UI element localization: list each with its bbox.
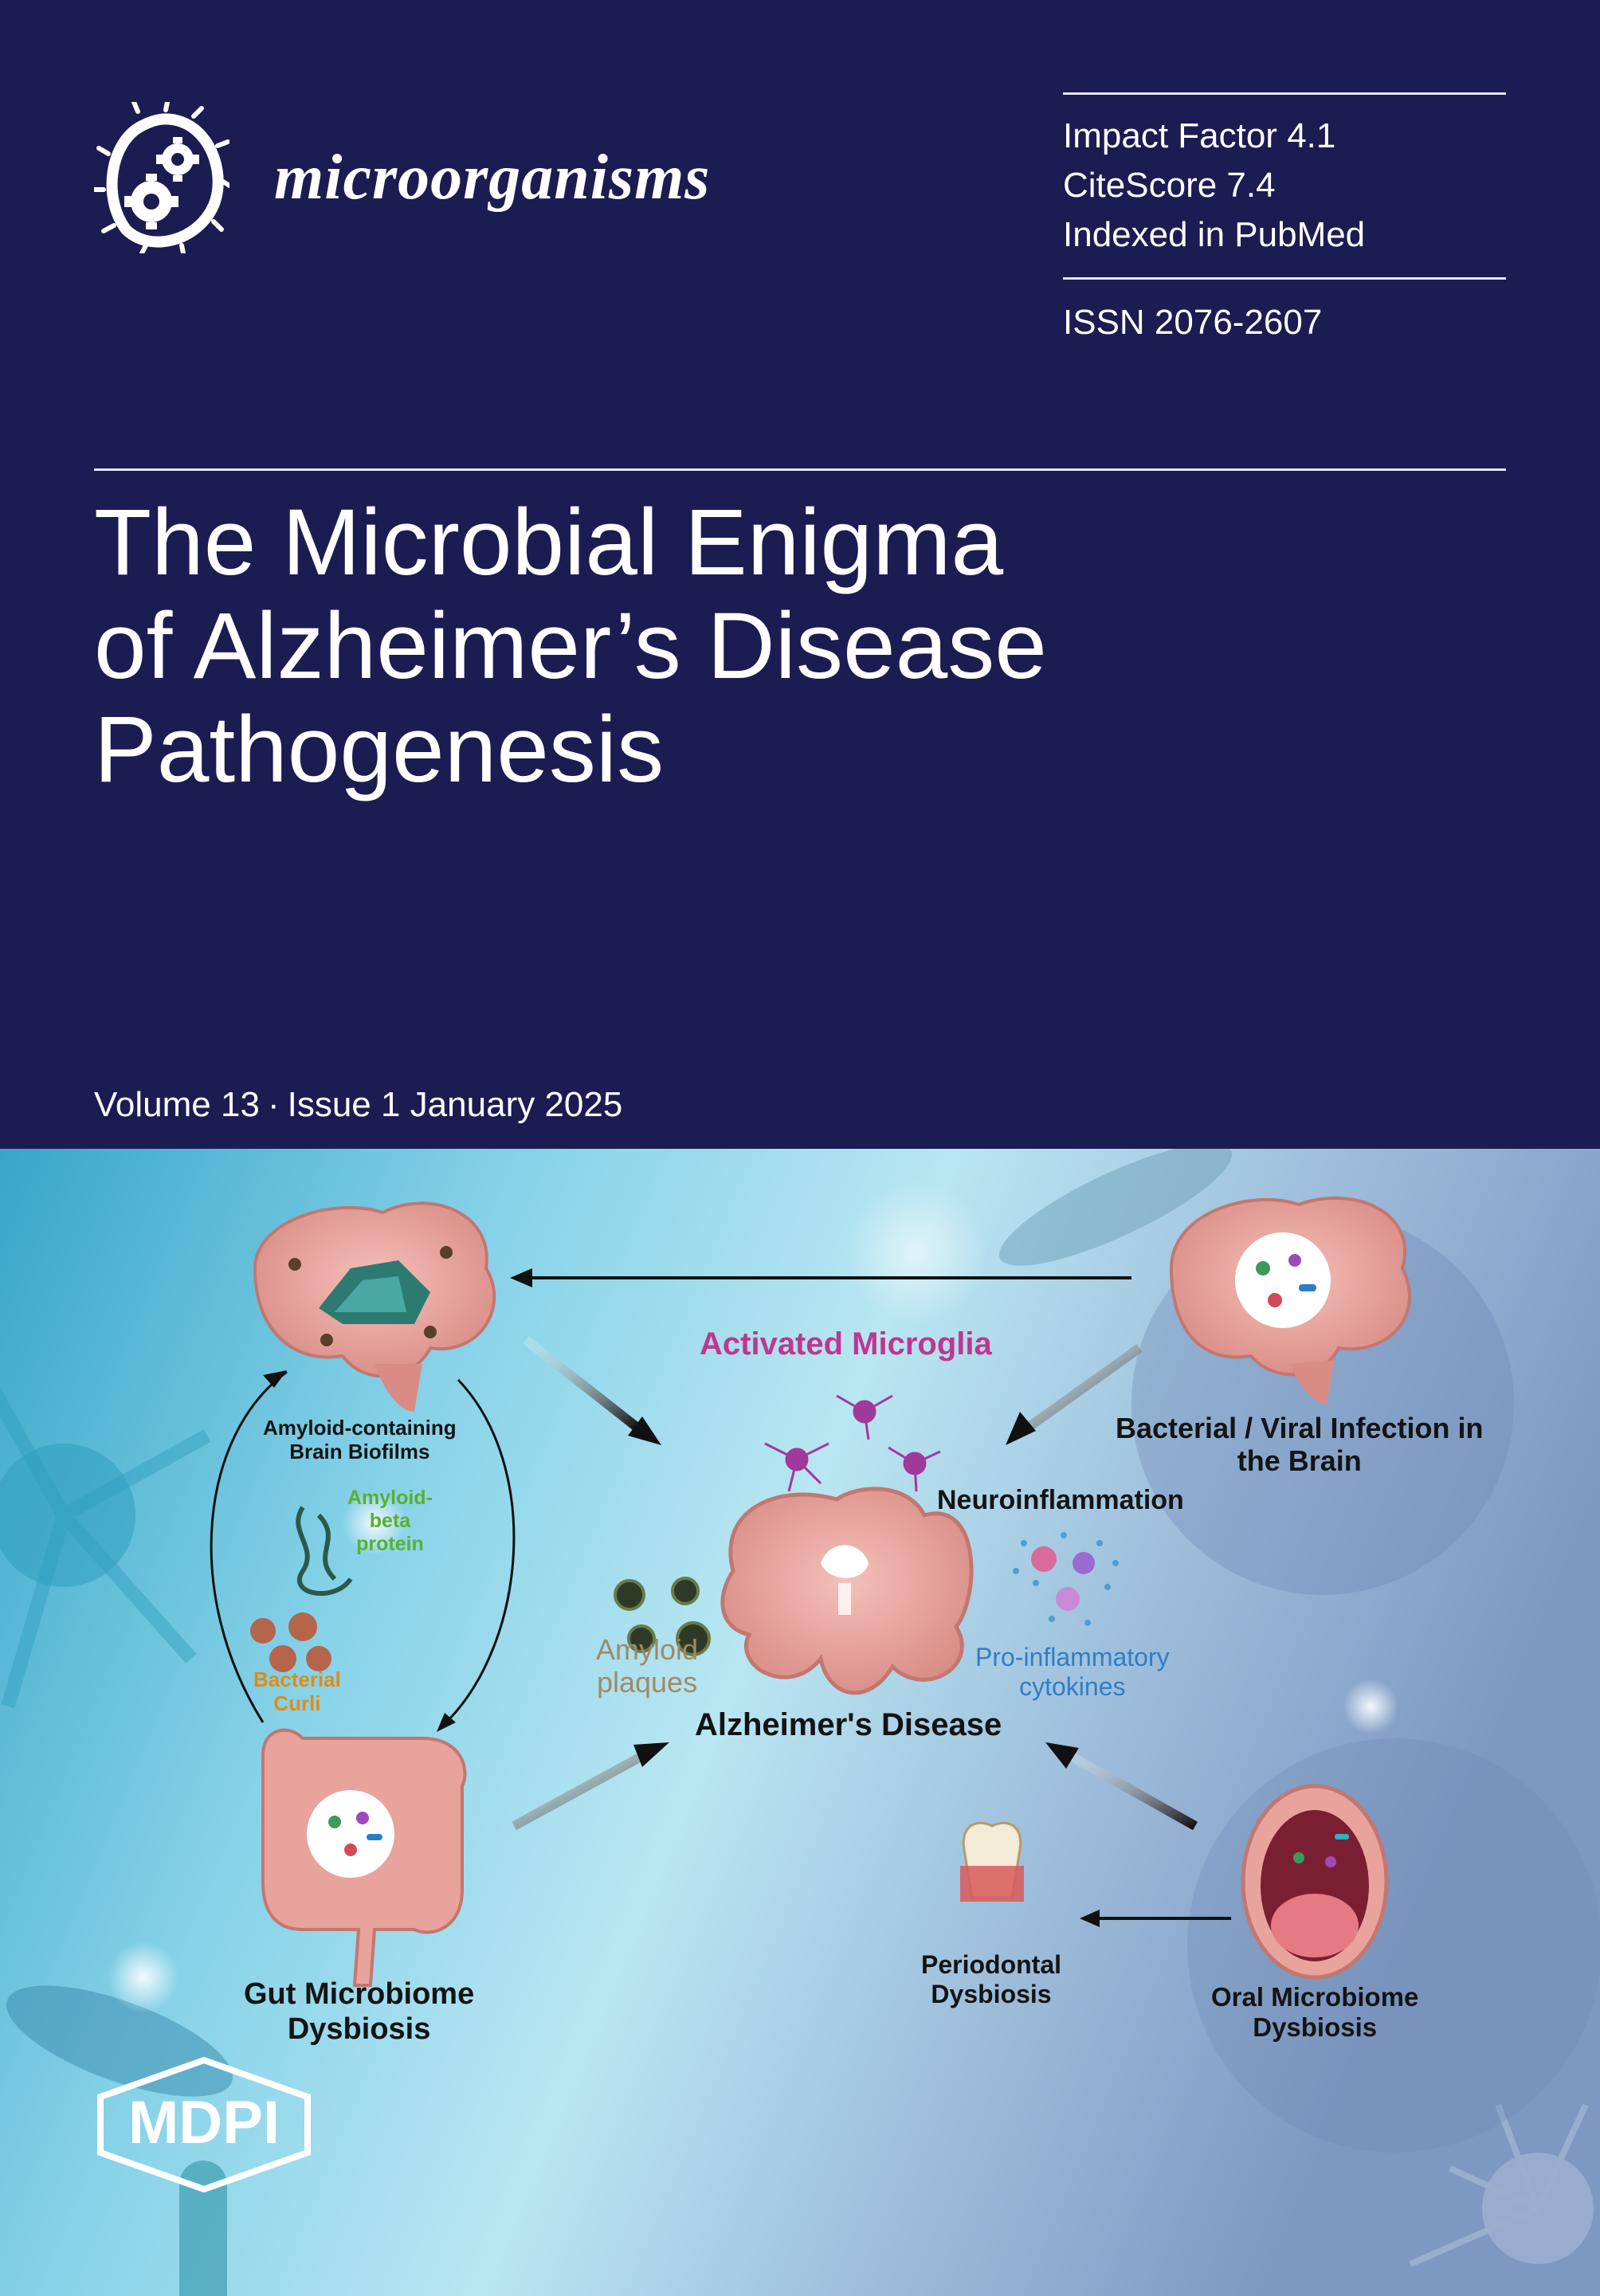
amyloid-biofilms-label: Amyloid-containing Brain Biofilms <box>263 1416 457 1464</box>
amyloid-plaques-label: Amyloid plaques <box>596 1633 698 1699</box>
infection-line-1: Bacterial / Viral Infection in <box>1116 1412 1484 1444</box>
impact-factor: Impact Factor 4.1 <box>1063 116 1336 155</box>
amyloid-beta-label: Amyloid- beta protein <box>347 1487 433 1555</box>
amyloid-plaques-line-2: plaques <box>596 1666 698 1699</box>
amyloid-plaques-line-1: Amyloid <box>596 1633 699 1666</box>
gut-illustration <box>261 1728 467 1987</box>
cytokines-illustration <box>1013 1532 1119 1626</box>
bacterial-curli-line-2: Curli <box>273 1691 321 1715</box>
bacterial-curli-illustration <box>250 1612 331 1672</box>
periodontal-tooth-illustration <box>960 1821 1024 1902</box>
activated-microglia-label: Activated Microglia <box>700 1326 992 1362</box>
title-line-1: The Microbial Enigma <box>94 490 1004 595</box>
issn: ISSN 2076-2607 <box>1063 303 1323 342</box>
mdpi-hexagon-icon <box>97 2057 311 2192</box>
amyloid-beta-line-2: beta <box>369 1509 411 1532</box>
amyloid-plaques-illustration <box>614 1577 711 1656</box>
oral-line-2: Dysbiosis <box>1253 2012 1378 2042</box>
brain-biofilm-illustration <box>253 1201 496 1412</box>
title-line-3: Pathogenesis <box>94 697 665 802</box>
volume-issue: Volume 13·Issue 1 January 2025 <box>94 1085 622 1125</box>
gut-dysbiosis-label: Gut Microbiome Dysbiosis <box>244 1977 474 2047</box>
illustration-background <box>0 1149 1600 2296</box>
citescore: CiteScore 7.4 <box>1063 166 1276 205</box>
brain-infection-illustration <box>1169 1197 1411 1404</box>
proinflammatory-line-1: Pro-inflammatory <box>975 1643 1170 1671</box>
article-title: The Microbial Enigma of Alzheimer’s Dise… <box>94 491 1047 801</box>
mdpi-text: MDPI <box>128 2089 280 2157</box>
journal-name: microorganisms <box>274 143 711 213</box>
cover-illustration: Activated Microglia Neuroinflammation Am… <box>0 1149 1600 2296</box>
oral-line-1: Oral Microbiome <box>1211 1982 1419 2012</box>
periodontal-line-1: Periodontal <box>921 1950 1062 1979</box>
oral-dysbiosis-label: Oral Microbiome Dysbiosis <box>1211 1982 1418 2043</box>
amyloid-biofilms-line-1: Amyloid-containing <box>263 1416 457 1440</box>
separator: · <box>267 1085 280 1124</box>
top-right-divider <box>1063 92 1506 95</box>
microglia-illustration <box>764 1394 941 1492</box>
bacterial-curli-label: Bacterial Curli <box>253 1667 341 1716</box>
infection-line-2: the Brain <box>1237 1444 1362 1478</box>
indexed-in: Indexed in PubMed <box>1063 215 1366 254</box>
proinflammatory-cytokines-label: Pro-inflammatory cytokines <box>975 1643 1170 1702</box>
periodontal-line-2: Dysbiosis <box>931 1979 1052 2008</box>
gut-line-2: Dysbiosis <box>287 2012 431 2046</box>
volume: Volume 13 <box>94 1085 260 1124</box>
microorganism-logo-icon <box>94 102 229 253</box>
neuroinflammation-label: Neuroinflammation <box>937 1485 1184 1515</box>
issue-date: Issue 1 January 2025 <box>287 1085 623 1124</box>
amyloid-beta-line-1: Amyloid- <box>347 1487 433 1509</box>
amyloid-biofilms-line-2: Brain Biofilms <box>289 1439 430 1463</box>
proinflammatory-line-2: cytokines <box>1019 1671 1126 1701</box>
title-line-2: of Alzheimer’s Disease <box>94 594 1047 699</box>
metrics-divider <box>1063 277 1506 280</box>
amyloid-beta-illustration <box>296 1506 353 1597</box>
oral-mouth-illustration <box>1241 1784 1389 1980</box>
periodontal-dysbiosis-label: Periodontal Dysbiosis <box>921 1950 1061 2009</box>
alzheimers-brain-illustration <box>720 1487 974 1695</box>
title-divider <box>94 468 1506 471</box>
mdpi-logo: MDPI <box>97 2057 311 2192</box>
cover-header: microorganisms Impact Factor 4.1 CiteSco… <box>94 92 1506 1125</box>
amyloid-beta-line-3: protein <box>356 1532 424 1555</box>
bacterial-curli-line-1: Bacterial <box>253 1667 341 1691</box>
gut-line-1: Gut Microbiome <box>244 1977 475 2011</box>
alzheimers-disease-label: Alzheimer's Disease <box>695 1707 1002 1742</box>
infection-label: Bacterial / Viral Infection in the Brain <box>1116 1412 1483 1478</box>
